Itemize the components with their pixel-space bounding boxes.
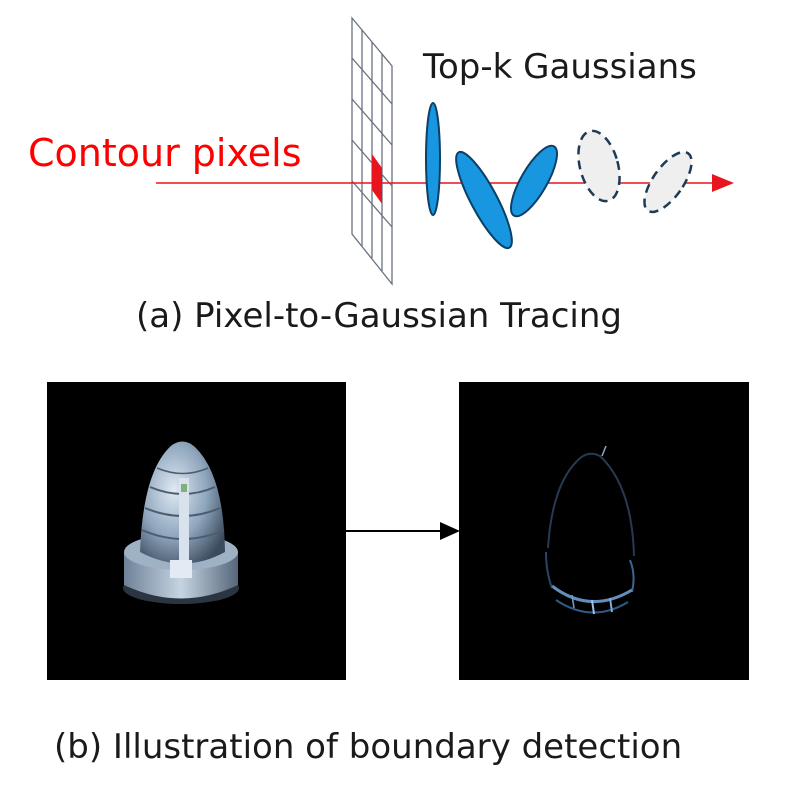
boundary-map-panel <box>459 382 749 680</box>
input-render-panel <box>47 382 346 680</box>
gaussian-ellipse <box>425 102 441 216</box>
transform-arrowhead <box>440 522 460 540</box>
ray-arrowhead <box>712 174 734 192</box>
ghost-gaussian-ellipse <box>643 150 693 214</box>
stupa-render-image <box>123 441 239 604</box>
top-k-gaussians-label: Top-k Gaussians <box>422 47 697 87</box>
gaussian-ellipse <box>455 150 513 250</box>
boundary-detection-map <box>545 445 635 615</box>
ghost-gaussian-ellipse <box>577 129 621 203</box>
contour-pixels-label: Contour pixels <box>28 131 302 175</box>
contour-pixel-highlight <box>372 154 382 204</box>
gaussian-ellipse <box>510 144 558 218</box>
caption-b: (b) Illustration of boundary detection <box>54 727 682 767</box>
pixel-grid-icon <box>351 16 393 286</box>
caption-a: (a) Pixel-to-Gaussian Tracing <box>136 296 622 336</box>
